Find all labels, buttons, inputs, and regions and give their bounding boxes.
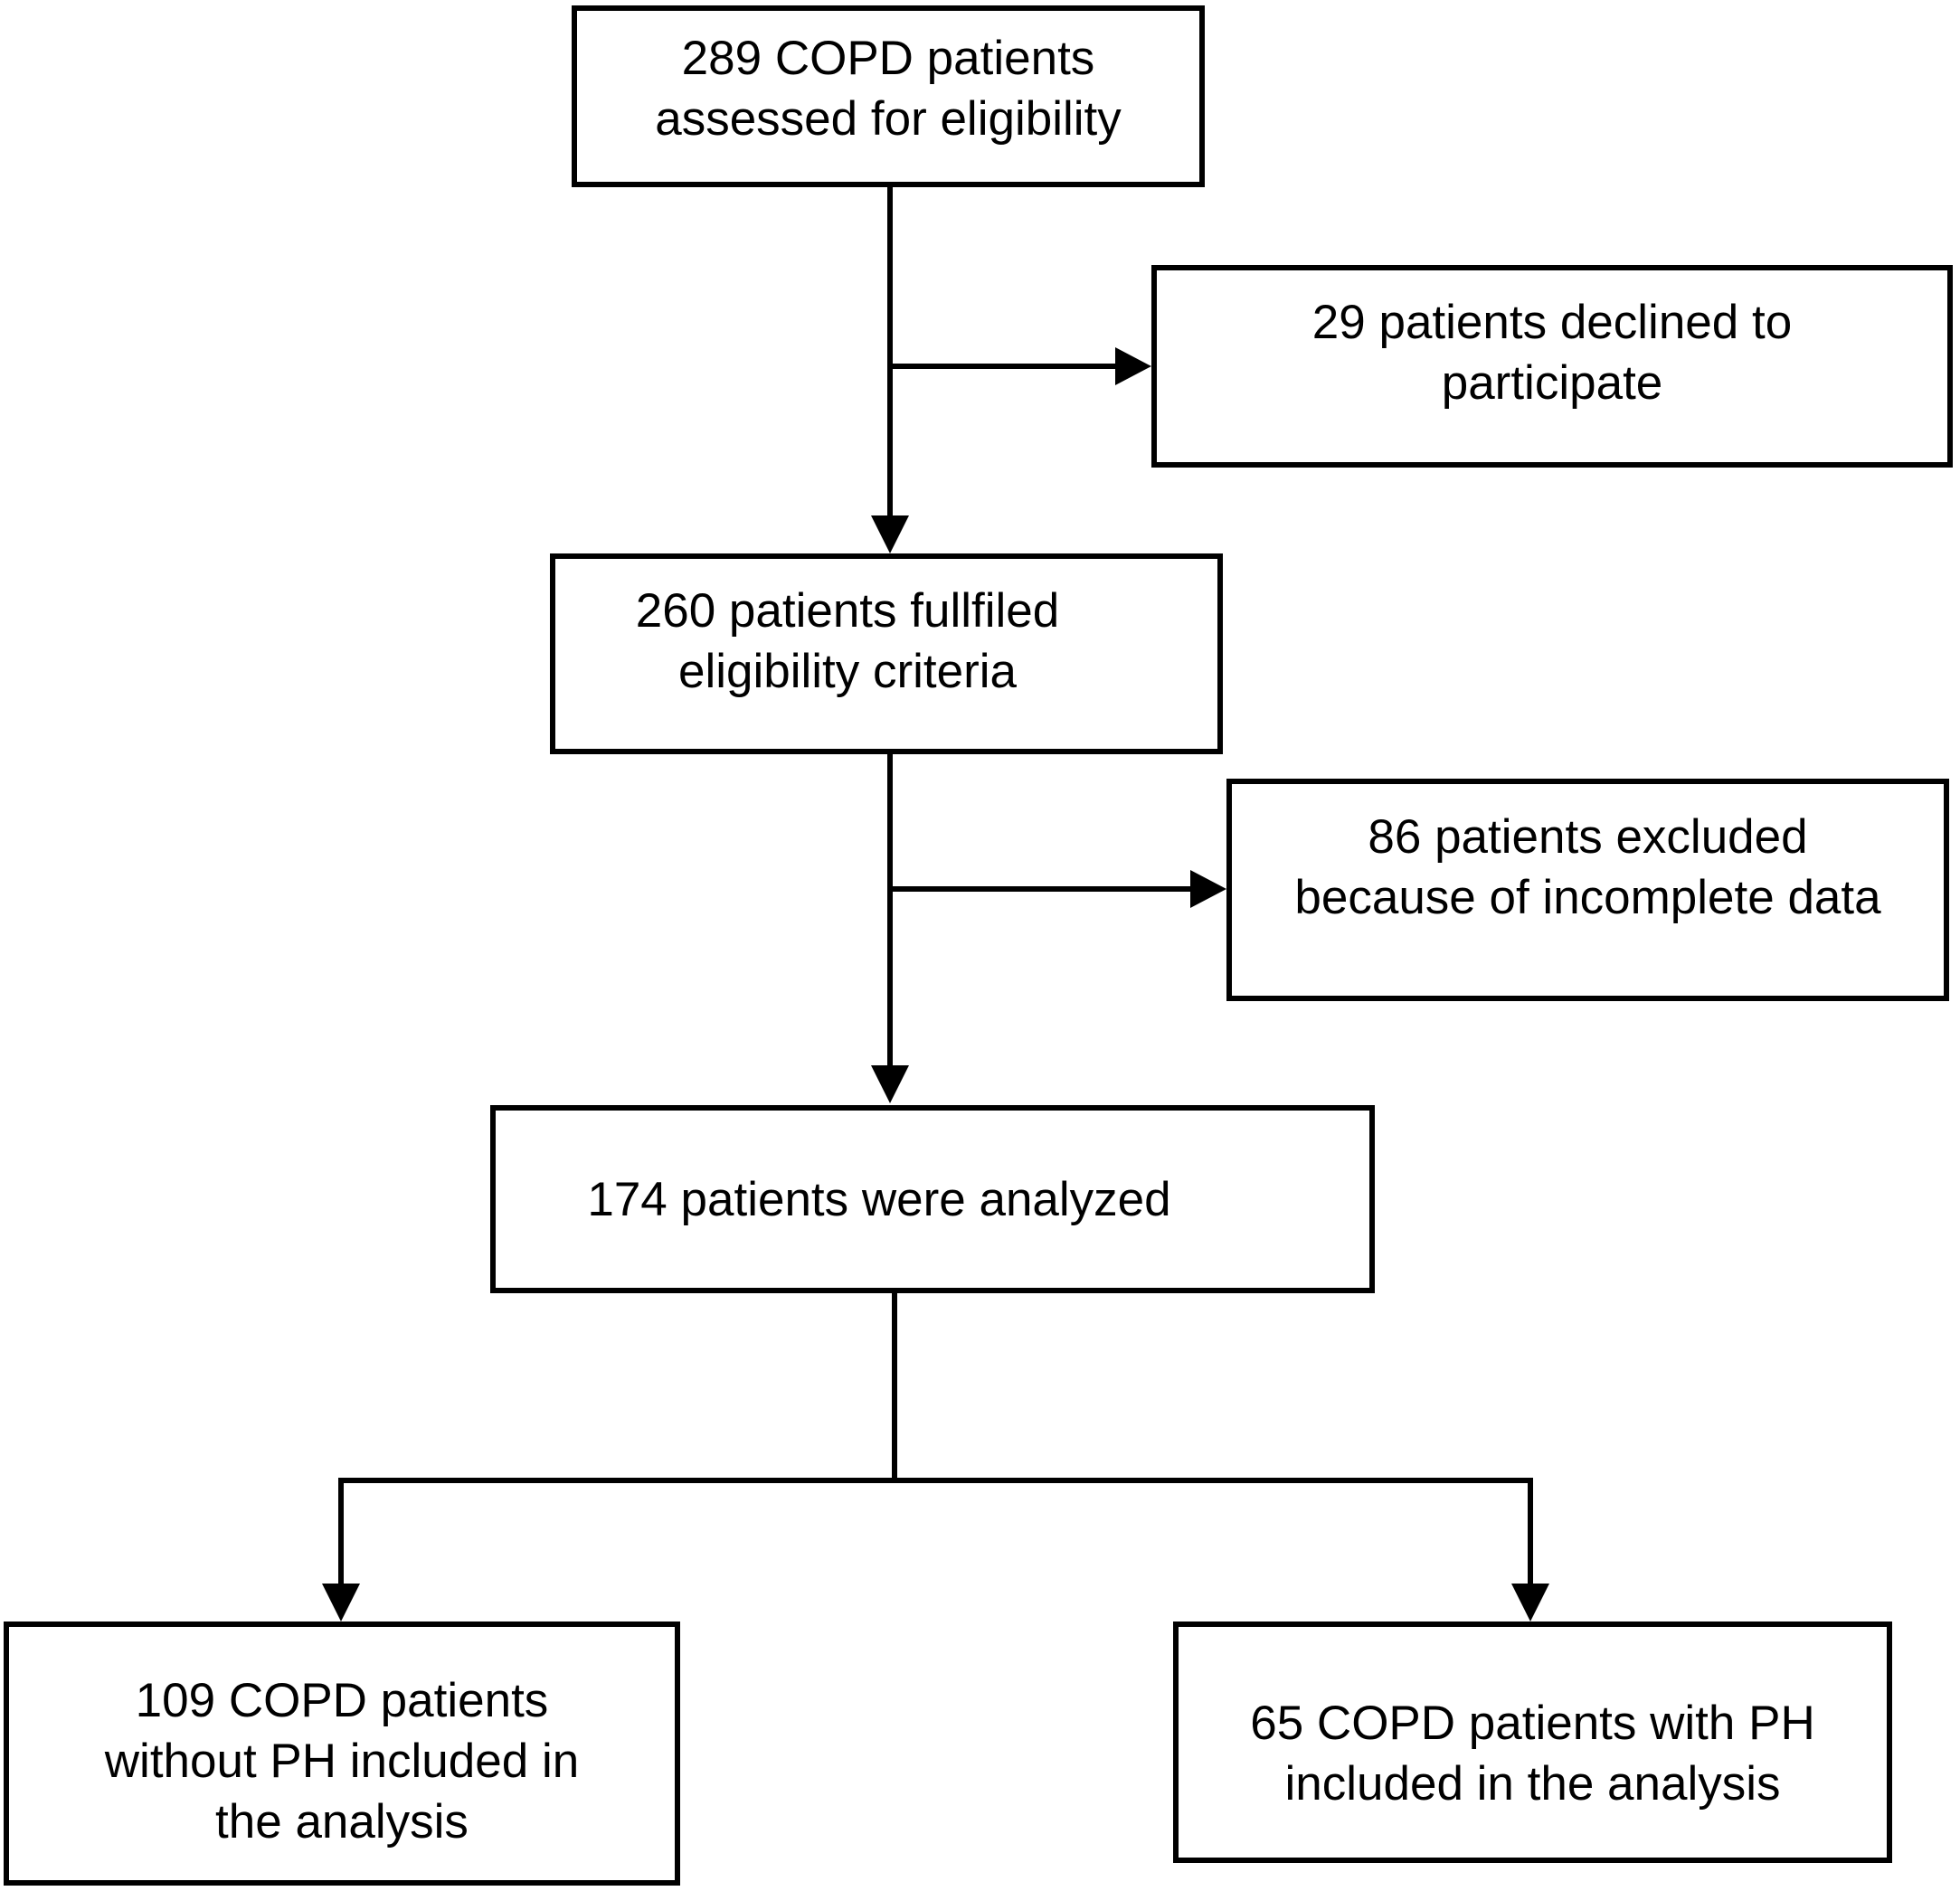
node-without-ph-included: 109 COPD patients without PH included in… [4, 1622, 680, 1886]
node-label-line: 86 patients excluded [1368, 810, 1808, 864]
node-label-line: 260 patients fullfiled [635, 584, 1060, 638]
node-assessed-for-eligibility: 289 COPD patients assessed for eligibili… [572, 5, 1205, 187]
edge-analyzed-withoutph-arrowhead-icon [322, 1584, 360, 1622]
edge-eligible-excluded-arrowhead-icon [1190, 870, 1226, 908]
node-patients-analyzed: 174 patients were analyzed [490, 1105, 1375, 1293]
edge-assessed-declined-arrowhead-icon [1115, 347, 1151, 385]
node-excluded-incomplete-data: 86 patients excluded because of incomple… [1226, 779, 1949, 1001]
node-label-line: because of incomplete data [1294, 871, 1881, 924]
node-label-line: 289 COPD patients [681, 31, 1095, 85]
node-fulfilled-eligibility-criteria: 260 patients fullfiled eligibility crite… [550, 553, 1223, 754]
node-with-ph-included: 65 COPD patients with PH included in the… [1173, 1622, 1892, 1863]
node-declined-to-participate: 29 patients declined to participate [1151, 265, 1953, 468]
edge-analyzed-withph-arrowhead-icon [1511, 1584, 1549, 1622]
node-label-line: 174 patients were analyzed [587, 1172, 1171, 1226]
node-label-line: assessed for eligibility [655, 91, 1122, 146]
node-label-line: without PH included in [104, 1734, 580, 1788]
edge-assessed-eligible-arrowhead-icon [871, 515, 909, 553]
node-label-line: the analysis [215, 1794, 469, 1848]
node-label-line: included in the analysis [1284, 1756, 1781, 1811]
node-label-line: 65 COPD patients with PH [1250, 1696, 1815, 1750]
node-label-line: participate [1441, 356, 1663, 410]
node-label-line: eligibility criteria [677, 645, 1018, 698]
node-label-line: 29 patients declined to [1311, 296, 1793, 349]
node-label-line: 109 COPD patients [135, 1673, 549, 1727]
edge-eligible-analyzed-arrowhead-icon [871, 1065, 909, 1103]
